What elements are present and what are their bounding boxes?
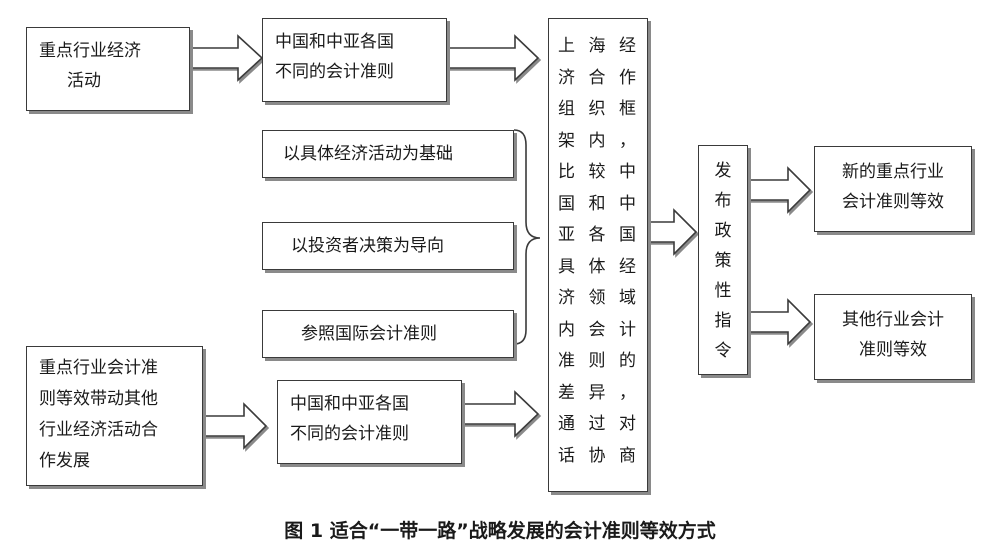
result-key-box: 新的重点行业 会计准则等效 — [814, 146, 972, 232]
activities-line-2: 活动 — [67, 71, 101, 91]
framework-line-5: 比较中 — [558, 162, 638, 182]
framework-line-3: 组织框 — [558, 99, 638, 119]
arrow-drive-to-standards — [202, 402, 268, 450]
result-key-line-2: 会计准则等效 — [842, 192, 944, 212]
basis-activity-text: 以具体经济活动为基础 — [283, 144, 453, 164]
arrow-standards-to-framework-bottom — [461, 390, 540, 438]
framework-line-6: 国和中 — [558, 193, 638, 214]
framework-line-7: 亚各国 — [558, 225, 638, 245]
brace-connector — [513, 129, 541, 345]
basis-international-text: 参照国际会计准则 — [301, 324, 437, 344]
policy-char-2: 布 — [714, 191, 732, 211]
basis-activity-box: 以具体经济活动为基础 — [262, 130, 514, 178]
activities-box: 重点行业经济 活动 — [26, 27, 190, 111]
standards-top-line-1: 中国和中亚各国 — [275, 32, 394, 52]
policy-char-6: 指 — [714, 311, 732, 331]
standards-bottom-line-2: 不同的会计准则 — [290, 424, 409, 444]
drive-line-1: 重点行业会计准 — [39, 358, 158, 378]
framework-line-12: 差异， — [558, 382, 638, 403]
policy-char-1: 发 — [714, 161, 732, 181]
standards-top-box: 中国和中亚各国 不同的会计准则 — [262, 18, 447, 102]
result-other-line-2: 准则等效 — [859, 340, 927, 360]
basis-investor-box: 以投资者决策为导向 — [262, 222, 514, 270]
framework-line-10: 内会计 — [558, 319, 638, 340]
framework-line-14: 话协商 — [558, 445, 638, 466]
framework-line-13: 通过对 — [558, 414, 638, 434]
activities-line-1: 重点行业经济 — [39, 41, 141, 61]
framework-line-11: 准则的 — [558, 351, 638, 371]
framework-line-9: 济领域 — [558, 288, 638, 308]
standards-top-line-2: 不同的会计准则 — [275, 62, 394, 82]
arrow-activities-to-standards — [189, 34, 264, 82]
result-other-line-1: 其他行业会计 — [842, 310, 944, 330]
arrow-policy-to-result-key — [747, 166, 812, 214]
result-other-box: 其他行业会计 准则等效 — [814, 294, 972, 380]
arrow-standards-to-framework — [446, 34, 540, 82]
policy-char-5: 性 — [714, 281, 732, 301]
framework-line-8: 具体经 — [558, 256, 638, 277]
arrow-framework-to-policy — [647, 208, 698, 256]
basis-investor-text: 以投资者决策为导向 — [291, 236, 444, 256]
result-key-line-1: 新的重点行业 — [842, 162, 944, 182]
policy-box: 发 布 政 策 性 指 令 — [698, 145, 748, 375]
figure-caption: 图 1 适合“一带一路”战略发展的会计准则等效方式 — [284, 520, 716, 542]
standards-bottom-box: 中国和中亚各国 不同的会计准则 — [277, 380, 462, 464]
policy-char-3: 政 — [714, 221, 732, 241]
policy-char-4: 策 — [714, 251, 732, 271]
basis-international-box: 参照国际会计准则 — [262, 310, 514, 358]
framework-line-4: 架内， — [558, 130, 638, 151]
framework-line-2: 济合作 — [558, 67, 638, 88]
sco-framework-box: 上海经 济合作 组织框 架内， 比较中 国和中 亚各国 具体经 济领域 内会计 … — [548, 18, 648, 492]
arrow-policy-to-result-other — [747, 298, 812, 346]
framework-line-1: 上海经 — [558, 36, 638, 56]
drive-box: 重点行业会计准 则等效带动其他 行业经济活动合 作发展 — [26, 346, 203, 486]
drive-line-2: 则等效带动其他 — [39, 389, 158, 409]
standards-bottom-line-1: 中国和中亚各国 — [290, 394, 409, 414]
drive-line-3: 行业经济活动合 — [39, 420, 158, 440]
drive-line-4: 作发展 — [39, 451, 90, 471]
policy-char-7: 令 — [714, 341, 732, 361]
